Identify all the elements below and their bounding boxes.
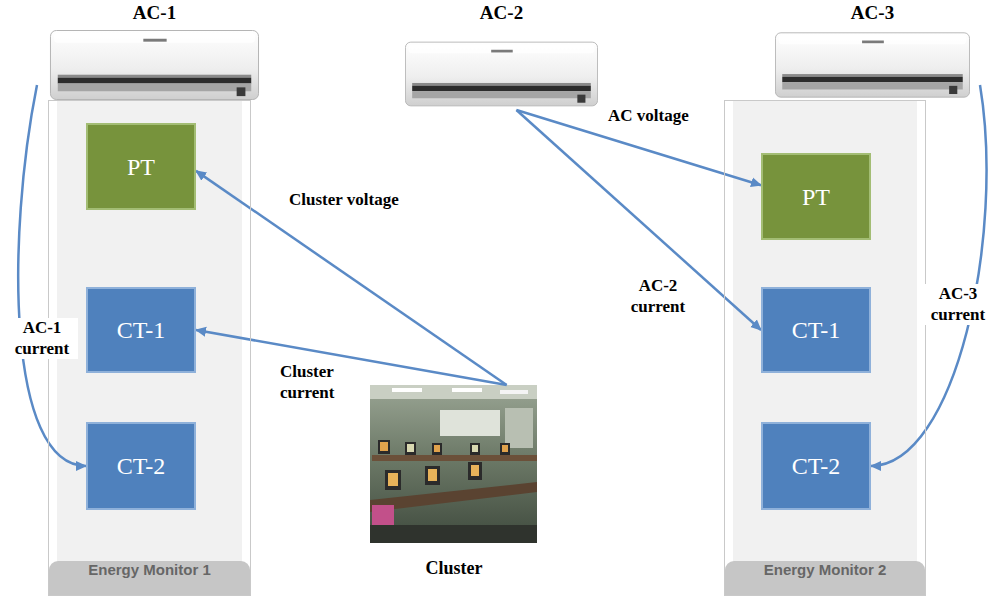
box-label: CT-1 [117,317,165,344]
cluster: Cluster [360,385,548,585]
unit-heading: AC-1 [37,2,272,24]
cluster-caption: Cluster [360,558,548,579]
signal-label: AC voltage [606,106,691,127]
energy-monitor: Energy Monitor 2 PT CT-1CT-2 [724,100,926,596]
signal-label: AC-2 current [618,276,698,317]
panel-fill [57,100,242,596]
energy-monitor: Energy Monitor 1 PT CT-1CT-2 [48,100,251,596]
signal-label: Cluster voltage [287,190,401,211]
signal-label: Cluster current [278,362,364,403]
box-label: CT-2 [117,453,165,480]
ct-box: CT-2 [761,422,871,510]
cluster-photo [370,385,537,543]
box-label: CT-2 [792,453,840,480]
box-label: CT-1 [792,317,840,344]
ac-unit: AC-3 [765,0,980,100]
pt-box: PT [761,153,871,240]
panel-fill [733,100,917,596]
monitor-name: Energy Monitor 2 [725,561,925,595]
ct-box: CT-1 [86,287,196,373]
ac-unit: AC-1 [37,0,272,100]
box-label: PT [127,153,155,180]
ac-unit-picture [405,42,597,106]
unit-heading: AC-2 [395,2,608,24]
ac-unit: AC-2 [395,0,608,110]
ac-unit-picture [50,30,258,99]
signal-arrow [871,85,987,466]
signal-arrow [196,171,507,385]
signal-arrow [18,85,86,466]
box-label: PT [802,183,830,210]
ac-unit-picture [775,33,969,97]
unit-heading: AC-3 [765,2,980,24]
signal-label: AC-1 current [6,318,78,359]
ct-box: CT-2 [86,422,196,510]
pt-box: PT [86,123,196,210]
ct-box: CT-1 [761,287,871,373]
monitor-name: Energy Monitor 1 [49,561,250,595]
signal-label: AC-3 current [918,284,998,325]
